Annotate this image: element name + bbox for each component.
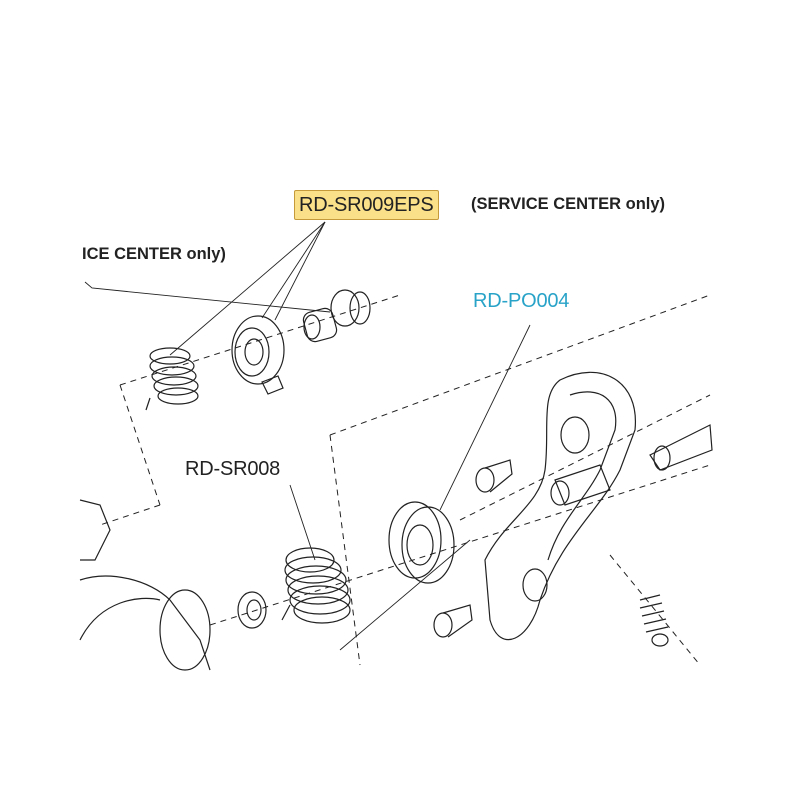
derailleur-body: [484, 371, 636, 641]
part-label-rd-po004: RD-PO004: [473, 290, 570, 312]
bushing-top: [302, 289, 371, 343]
pins: [433, 424, 713, 638]
screw: [639, 594, 669, 647]
part-label-rd-sr008: RD-SR008: [185, 458, 281, 480]
cam-wheel: [388, 501, 455, 584]
spring-small: [145, 347, 199, 411]
cam-part: [231, 315, 285, 395]
leader-lines: [84, 221, 531, 651]
washer: [237, 591, 267, 629]
axis-lines: [99, 294, 711, 666]
spring-large: [281, 547, 351, 624]
service-center-note-left: ICE CENTER only): [82, 245, 226, 263]
left-assembly: [79, 499, 211, 671]
service-center-note: (SERVICE CENTER only): [471, 195, 666, 213]
part-label-rd-sr009eps: RD-SR009EPS: [294, 190, 439, 220]
